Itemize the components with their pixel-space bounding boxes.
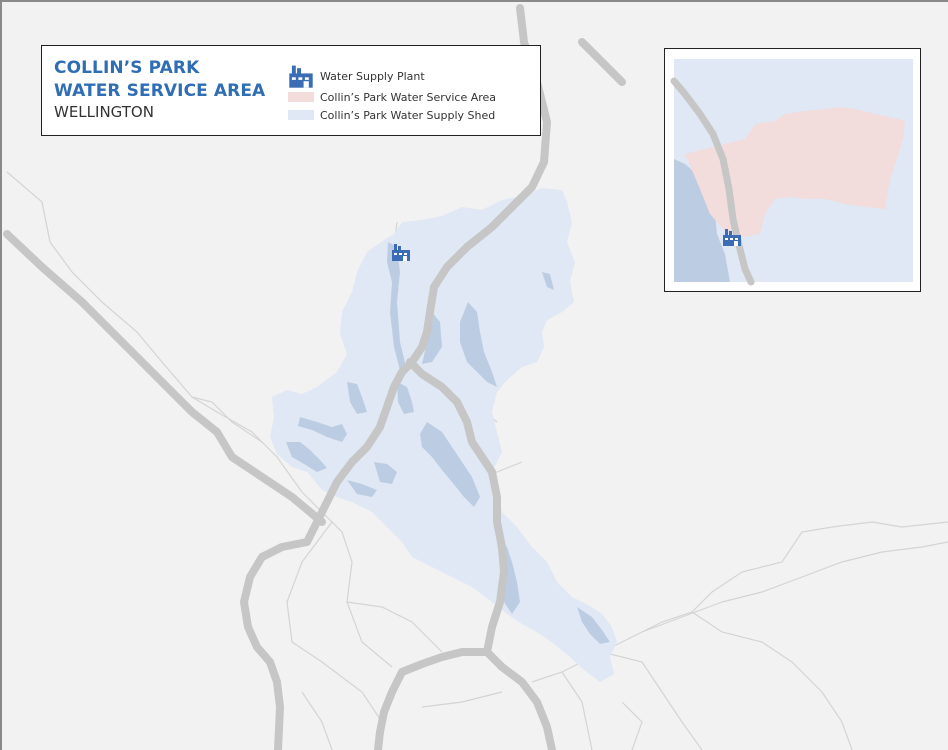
factory-icon[interactable] xyxy=(723,229,741,246)
legend-label-plant: Water Supply Plant xyxy=(320,69,425,83)
water-bodies xyxy=(286,242,610,644)
service-area-swatch xyxy=(288,92,314,102)
factory-icon[interactable] xyxy=(391,242,411,262)
factory-icon xyxy=(289,65,313,88)
inset-service-area xyxy=(685,107,905,239)
supply-shed-swatch xyxy=(288,110,314,120)
legend-item-plant: Water Supply Plant xyxy=(288,65,425,88)
legend-item-service-area: Collin’s Park Water Service Area xyxy=(288,89,496,105)
inset-highway xyxy=(670,77,755,286)
inset-map-panel[interactable] xyxy=(664,48,921,292)
map-title-line2: WATER SERVICE AREA xyxy=(54,81,266,101)
map-subtitle: WELLINGTON xyxy=(54,103,154,121)
inset-map[interactable] xyxy=(665,49,922,293)
legend-label-supply-shed: Collin’s Park Water Supply Shed xyxy=(320,108,496,122)
legend-item-supply-shed: Collin’s Park Water Supply Shed xyxy=(288,107,495,123)
highways xyxy=(3,4,626,750)
inset-water-body xyxy=(674,159,730,282)
legend-panel: COLLIN’S PARK WATER SERVICE AREA WELLING… xyxy=(41,45,541,136)
legend-label-service-area: Collin’s Park Water Service Area xyxy=(320,90,497,104)
map-title-line1: COLLIN’S PARK xyxy=(54,58,200,78)
